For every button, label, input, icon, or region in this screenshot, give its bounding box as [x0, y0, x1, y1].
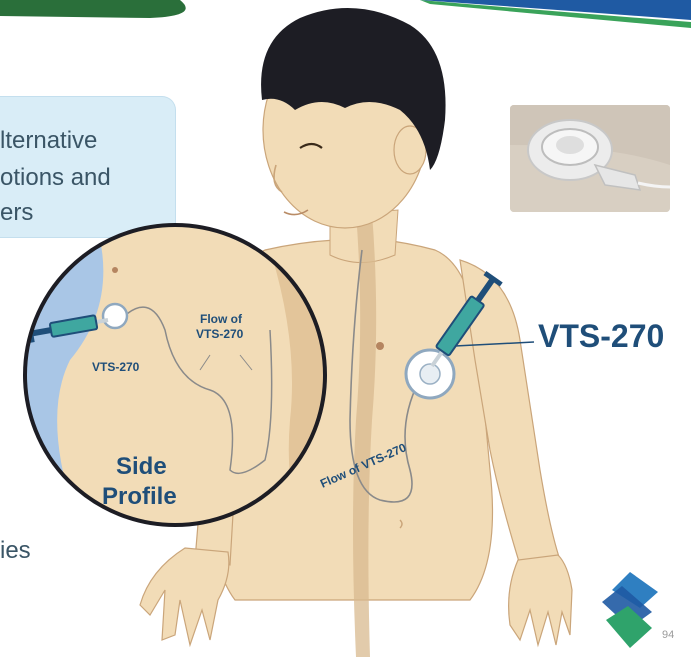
- intrathecal-port-photo-icon: [510, 105, 670, 212]
- inset-vts-270-label: VTS-270: [92, 360, 139, 374]
- right-hand: [509, 555, 572, 645]
- nipple: [376, 342, 384, 350]
- inset-flow-label-line-2: VTS-270: [196, 327, 243, 341]
- page-number: 94: [662, 629, 674, 641]
- vts-270-label: VTS-270: [538, 318, 664, 355]
- bottom-left-text-fragment: ies: [0, 537, 31, 565]
- side-profile-label: Side Profile: [102, 452, 177, 512]
- company-logo-icon: [600, 572, 660, 650]
- port-septum-body: [420, 364, 440, 384]
- inset-flow-label-line-1: Flow of: [200, 312, 242, 326]
- side-profile-line-2: Profile: [102, 482, 177, 512]
- left-hand: [140, 548, 229, 645]
- side-profile-line-1: Side: [102, 452, 177, 482]
